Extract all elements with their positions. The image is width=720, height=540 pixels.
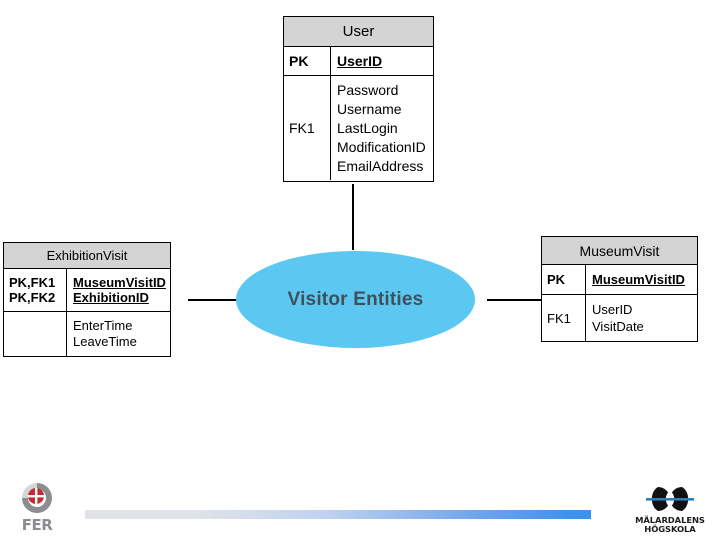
entity-user-pk-attr: UserID bbox=[337, 52, 383, 69]
entity-museumvisit-pk-row: PK MuseumVisitID bbox=[542, 265, 697, 295]
entity-museumvisit-pk-key: PK bbox=[542, 265, 586, 294]
entity-user-fk-key: FK1 bbox=[284, 76, 331, 180]
entity-museumvisit-attr-row: FK1 UserID VisitDate bbox=[542, 295, 697, 341]
entity-user-pk-row: PK UserID bbox=[284, 47, 433, 76]
central-node-label: Visitor Entities bbox=[287, 288, 424, 310]
entity-museumvisit[interactable]: MuseumVisit PK MuseumVisitID FK1 UserID … bbox=[541, 236, 698, 342]
connector-museumvisit-to-center bbox=[487, 299, 541, 301]
fer-logo-text: FER bbox=[21, 516, 53, 534]
entity-exhibitionvisit-pk-row: PK,FK1 PK,FK2 MuseumVisitID ExhibitionID bbox=[4, 269, 170, 312]
footer-gradient-bar bbox=[85, 510, 591, 519]
entity-museumvisit-attr-list: UserID VisitDate bbox=[592, 302, 644, 334]
malardalens-hogskola-logo: MÄLARDALENS HÖGSKOLA bbox=[628, 483, 712, 534]
entity-user-attr-list: Password Username LastLogin Modification… bbox=[337, 81, 426, 174]
entity-user-attr-row: FK1 Password Username LastLogin Modifica… bbox=[284, 76, 433, 180]
entity-exhibitionvisit-title: ExhibitionVisit bbox=[4, 243, 170, 269]
fer-emblem-icon bbox=[22, 483, 52, 513]
connector-exhibitionvisit-to-center bbox=[188, 299, 243, 301]
mdh-logo-text: MÄLARDALENS HÖGSKOLA bbox=[635, 516, 705, 534]
entity-user-title: User bbox=[284, 17, 433, 47]
entity-museumvisit-pk-attr: MuseumVisitID bbox=[592, 272, 685, 287]
entity-exhibitionvisit[interactable]: ExhibitionVisit PK,FK1 PK,FK2 MuseumVisi… bbox=[3, 242, 171, 357]
entity-exhibitionvisit-pk-key: PK,FK1 PK,FK2 bbox=[4, 269, 67, 311]
entity-exhibitionvisit-attr-row: EnterTime LeaveTime bbox=[4, 312, 170, 356]
connector-user-to-center bbox=[352, 184, 354, 250]
entity-user[interactable]: User PK UserID FK1 Password Username Las… bbox=[283, 16, 434, 182]
central-node-visitor-entities[interactable]: Visitor Entities bbox=[236, 251, 475, 348]
entity-exhibitionvisit-fk-key bbox=[4, 312, 67, 356]
entity-user-pk-key: PK bbox=[284, 47, 331, 75]
mdh-emblem-icon bbox=[646, 487, 694, 511]
entity-exhibitionvisit-pk-attr: MuseumVisitID ExhibitionID bbox=[73, 275, 166, 305]
entity-museumvisit-title: MuseumVisit bbox=[542, 237, 697, 265]
entity-museumvisit-fk-key: FK1 bbox=[542, 295, 586, 341]
fer-logo: FER bbox=[10, 480, 64, 535]
entity-exhibitionvisit-attr-list: EnterTime LeaveTime bbox=[73, 318, 137, 349]
